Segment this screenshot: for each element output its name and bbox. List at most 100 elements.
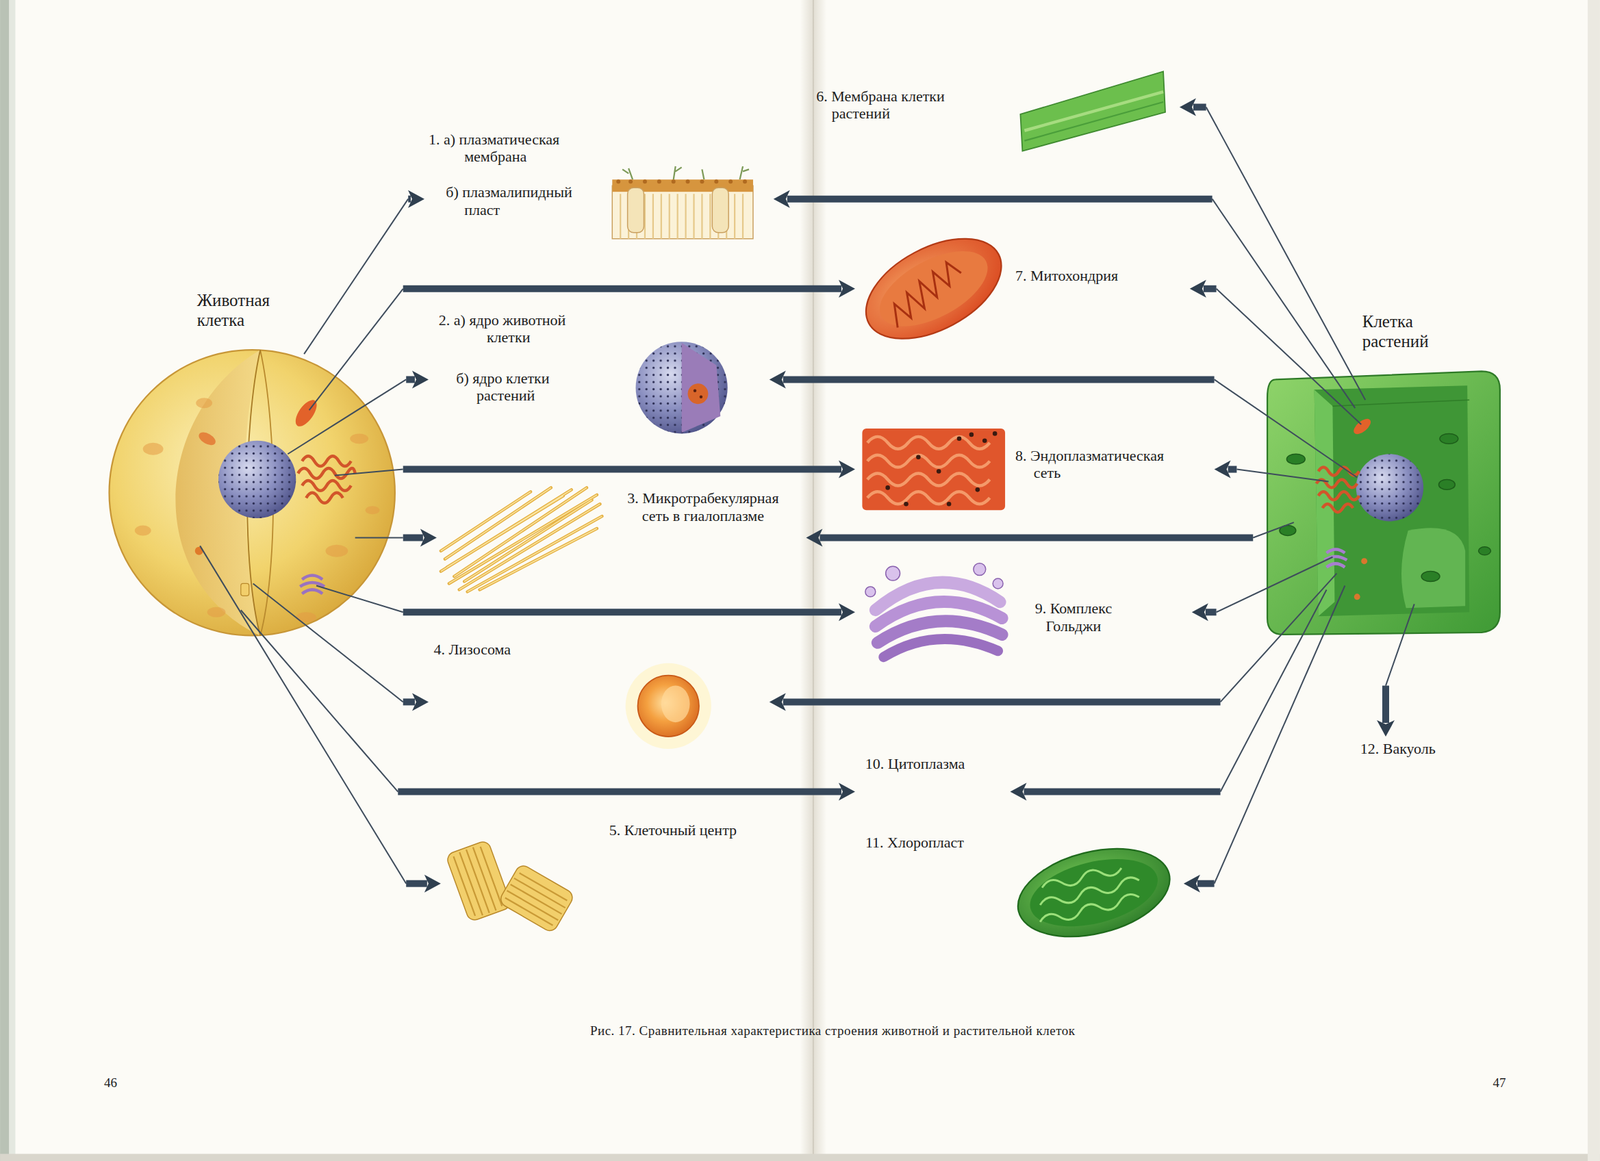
connector-line	[1236, 469, 1329, 482]
microtrabecular-picture-part	[440, 487, 602, 592]
plant-cell-drawing-part	[1314, 389, 1336, 617]
connector-arrow	[334, 460, 856, 479]
arrow-head	[769, 692, 786, 711]
text-slot: Животная клетка	[197, 290, 310, 331]
membrane-picture-part	[699, 179, 704, 184]
paper-part	[8, 0, 16, 1161]
text-slot: 6. Мембрана клетки растений	[816, 87, 970, 123]
nucleus-picture-part	[681, 343, 721, 433]
connector-bar	[1197, 880, 1215, 888]
golgi-picture-part	[883, 638, 999, 657]
connector-bar	[403, 534, 424, 541]
arrow-head	[412, 370, 429, 389]
text-slot: 12. Вакуоль	[1360, 740, 1455, 758]
connector-line	[253, 583, 404, 703]
plant-cell-drawing-part	[1438, 479, 1455, 490]
arrow-head	[1191, 603, 1209, 621]
connector-arrow	[240, 610, 856, 801]
animal-cell-drawing-part	[295, 612, 317, 623]
arrow-head	[838, 783, 856, 802]
cell-center-picture-part	[497, 863, 576, 934]
animal-cell-drawing-part	[143, 442, 164, 456]
nucleus-picture-part	[693, 389, 697, 393]
plant-cell-drawing-part	[1478, 547, 1492, 556]
connector-bar	[787, 195, 1213, 203]
membrane-picture-part	[657, 179, 662, 184]
arrow-head	[1376, 720, 1395, 737]
plant-cell-drawing-part	[1439, 433, 1459, 444]
lysosome-picture-part	[638, 675, 700, 737]
plant-cell-drawing-part	[1350, 416, 1373, 438]
organelle-item: 8. Эндоплазматическая сеть	[855, 422, 1215, 517]
membrane-picture-part	[712, 187, 729, 233]
connector-line	[1385, 603, 1415, 686]
animal-cell-drawing-part	[196, 429, 218, 448]
animal-cell-drawing-part	[195, 397, 213, 409]
cell-label: Животная клетка	[197, 290, 310, 331]
cell-label: Клетка растений	[1362, 312, 1455, 352]
text-slot: 5. Клеточный центр	[609, 821, 773, 839]
cell-center-picture-part	[445, 840, 513, 923]
organelle-label: 2. а) ядро животной клетки	[438, 311, 608, 347]
membrane-picture-part	[714, 179, 719, 184]
connector-line	[1214, 379, 1358, 478]
organelle-label: 5. Клеточный центр	[609, 821, 737, 839]
arrow-head	[420, 528, 437, 547]
arrow-head	[838, 603, 856, 621]
connector-line	[287, 379, 406, 454]
plant-cell-drawing-part	[1314, 385, 1470, 617]
organelle-label: 8. Эндоплазматическая сеть	[1015, 447, 1179, 482]
membrane-picture-part	[627, 187, 645, 233]
organelle-item: 4. Лизосома	[428, 634, 770, 747]
arrow-head	[1183, 874, 1201, 893]
animal-cell-drawing-part	[325, 544, 348, 558]
er-picture-part	[867, 436, 990, 504]
golgi-picture-part	[865, 586, 876, 598]
er-picture-part	[957, 436, 962, 442]
connector-bar	[403, 608, 842, 616]
plant-cell-drawing-part	[1361, 557, 1368, 565]
cell-center-picture-part-part	[503, 872, 569, 927]
membrane-picture-part	[686, 179, 691, 184]
text-slot: 8. Эндоплазматическая сеть	[1015, 447, 1179, 482]
connector-line	[1216, 288, 1362, 425]
connector-bar	[1024, 788, 1221, 796]
nucleus-picture	[636, 341, 728, 434]
microtrabecular-picture-part	[440, 487, 602, 592]
er-picture-part	[936, 468, 942, 474]
connector-line	[1220, 573, 1338, 703]
chloroplast-picture-part	[1022, 847, 1165, 939]
connector-bar	[1382, 686, 1390, 724]
organelle-item: 12. Вакуоль	[1354, 736, 1457, 766]
plant-membrane-picture-part	[1020, 71, 1166, 151]
connector-arrow	[1183, 586, 1346, 893]
animal-cell-drawing-part	[240, 583, 250, 596]
connector-bar	[403, 285, 842, 293]
plant-membrane-picture-part	[1024, 91, 1164, 131]
figure-caption: Рис. 17. Сравнительная характеристика ст…	[590, 1023, 1075, 1039]
connector-line	[1216, 557, 1333, 613]
plant-cell-drawing	[1267, 371, 1501, 635]
nucleus-picture-part	[636, 341, 728, 434]
text-slot: 1. а) плазматическая мембрана	[428, 130, 608, 166]
connector-bar	[1205, 608, 1217, 616]
connector-line	[1214, 586, 1346, 884]
chloroplast-picture-part	[1031, 859, 1145, 928]
organelle-item: 9. Комплекс Гольджи	[855, 551, 1192, 666]
text-slot: б) плазмалипидный пласт	[445, 183, 594, 219]
connector-arrow	[253, 583, 429, 712]
membrane-picture-part	[642, 179, 647, 184]
connector-line	[303, 199, 409, 355]
connector-bar	[819, 534, 1253, 541]
membrane-picture-part	[742, 179, 747, 184]
organelle-item: 6. Мембрана клетки растений	[811, 67, 1180, 155]
organelle-label: 9. Комплекс Гольджи	[1022, 599, 1125, 635]
connector-bar	[783, 375, 1215, 383]
text-slot: 9. Комплекс Гольджи	[1022, 599, 1125, 635]
cell-center-picture	[445, 840, 576, 934]
connector-bar	[1228, 466, 1238, 474]
animal-cell-drawing-part	[218, 440, 296, 519]
plant-cell-drawing-part	[1324, 549, 1348, 568]
